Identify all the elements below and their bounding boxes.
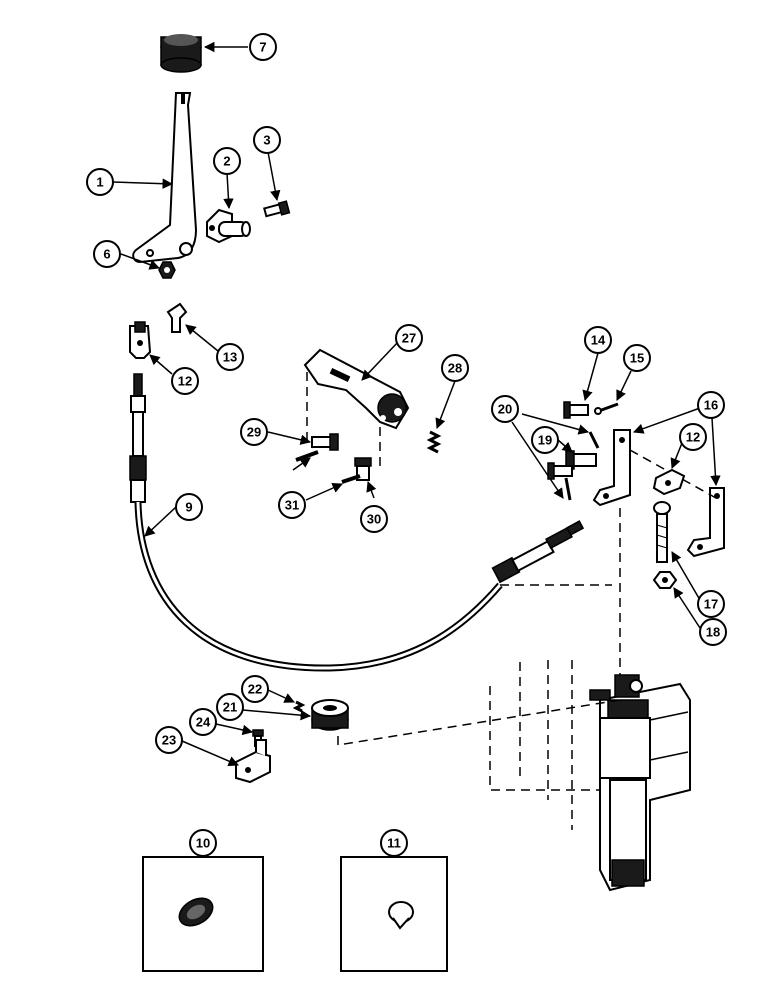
- callout-10: 10: [189, 829, 217, 857]
- callout-27: 27: [395, 324, 423, 352]
- cotter-pins-part-20: [564, 431, 600, 501]
- svg-text:3: 3: [263, 133, 270, 148]
- svg-text:11: 11: [387, 836, 401, 851]
- svg-text:31: 31: [285, 498, 299, 513]
- callout-29: 29: [240, 418, 268, 446]
- pin-part-14: [563, 401, 589, 419]
- eye-bolt-part-17: [653, 501, 671, 563]
- callout-24: 24: [189, 708, 217, 736]
- svg-text:12: 12: [686, 430, 700, 445]
- svg-text:19: 19: [538, 433, 552, 448]
- cotter-pins-part-31: [295, 450, 361, 484]
- callout-31: 31: [278, 491, 306, 519]
- svg-text:15: 15: [630, 351, 644, 366]
- nut-part-18: [652, 571, 678, 589]
- svg-text:29: 29: [247, 425, 261, 440]
- svg-text:7: 7: [259, 40, 266, 55]
- pins-part-19: [547, 450, 597, 480]
- svg-text:20: 20: [498, 402, 512, 417]
- callout-22: 22: [241, 675, 269, 703]
- bracket-part-16-upper: [592, 429, 631, 507]
- svg-text:1: 1: [96, 175, 103, 190]
- svg-text:28: 28: [448, 361, 462, 376]
- callout-18: 18: [699, 618, 727, 646]
- callout-23: 23: [155, 726, 183, 754]
- callout-11: 11: [380, 829, 408, 857]
- control-cable-part-9: [129, 373, 585, 672]
- lever-arm-part-27: [303, 348, 410, 430]
- callout-1: 1: [86, 168, 114, 196]
- callout-12-left: 12: [171, 367, 199, 395]
- nut-part-6: [158, 261, 176, 279]
- svg-text:17: 17: [704, 597, 718, 612]
- set-screw-part-22: [292, 700, 306, 713]
- bracket-part-23: [235, 739, 271, 784]
- callout-13: 13: [216, 343, 244, 371]
- clevis-part-12-right: [652, 468, 686, 496]
- bolt-part-3: [263, 200, 291, 218]
- callout-30: 30: [360, 505, 388, 533]
- svg-text:10: 10: [196, 836, 210, 851]
- plug-part-10: [178, 897, 214, 927]
- svg-text:14: 14: [591, 333, 606, 348]
- callout-12-right: 12: [679, 423, 707, 451]
- clevis-part-12-left: [129, 321, 152, 359]
- pin-part-29: [311, 433, 339, 451]
- svg-text:24: 24: [196, 715, 211, 730]
- lever-part-1: [132, 92, 198, 264]
- spring-part-28: [426, 430, 442, 454]
- clip-part-13: [166, 302, 188, 333]
- svg-text:12: 12: [178, 374, 192, 389]
- svg-text:22: 22: [248, 682, 262, 697]
- callout-14: 14: [584, 326, 612, 354]
- bracket-part-16-lower: [686, 487, 725, 558]
- callout-16: 16: [697, 391, 725, 419]
- callout-3: 3: [253, 126, 281, 154]
- control-valve-assembly: [489, 660, 691, 892]
- svg-text:30: 30: [367, 512, 381, 527]
- cap-part-11: [388, 901, 414, 930]
- callout-2: 2: [213, 147, 241, 175]
- callout-21: 21: [216, 693, 244, 721]
- svg-text:23: 23: [162, 733, 176, 748]
- callout-20: 20: [491, 395, 519, 423]
- callout-17: 17: [697, 590, 725, 618]
- svg-text:16: 16: [704, 398, 718, 413]
- svg-text:18: 18: [706, 625, 720, 640]
- svg-text:6: 6: [103, 247, 110, 262]
- svg-text:21: 21: [223, 700, 237, 715]
- callout-7: 7: [249, 33, 277, 61]
- callout-19: 19: [531, 426, 559, 454]
- cotter-pin-part-15: [594, 402, 619, 415]
- callout-28: 28: [441, 354, 469, 382]
- knob-part-7: [160, 34, 202, 73]
- callout-9: 9: [175, 493, 203, 521]
- pivot-bracket-part-2: [206, 208, 251, 244]
- svg-text:13: 13: [223, 350, 237, 365]
- svg-text:27: 27: [402, 331, 416, 346]
- callout-15: 15: [623, 344, 651, 372]
- callout-6: 6: [93, 240, 121, 268]
- collar-part-21: [311, 699, 349, 731]
- svg-text:2: 2: [223, 154, 230, 169]
- svg-text:9: 9: [185, 500, 192, 515]
